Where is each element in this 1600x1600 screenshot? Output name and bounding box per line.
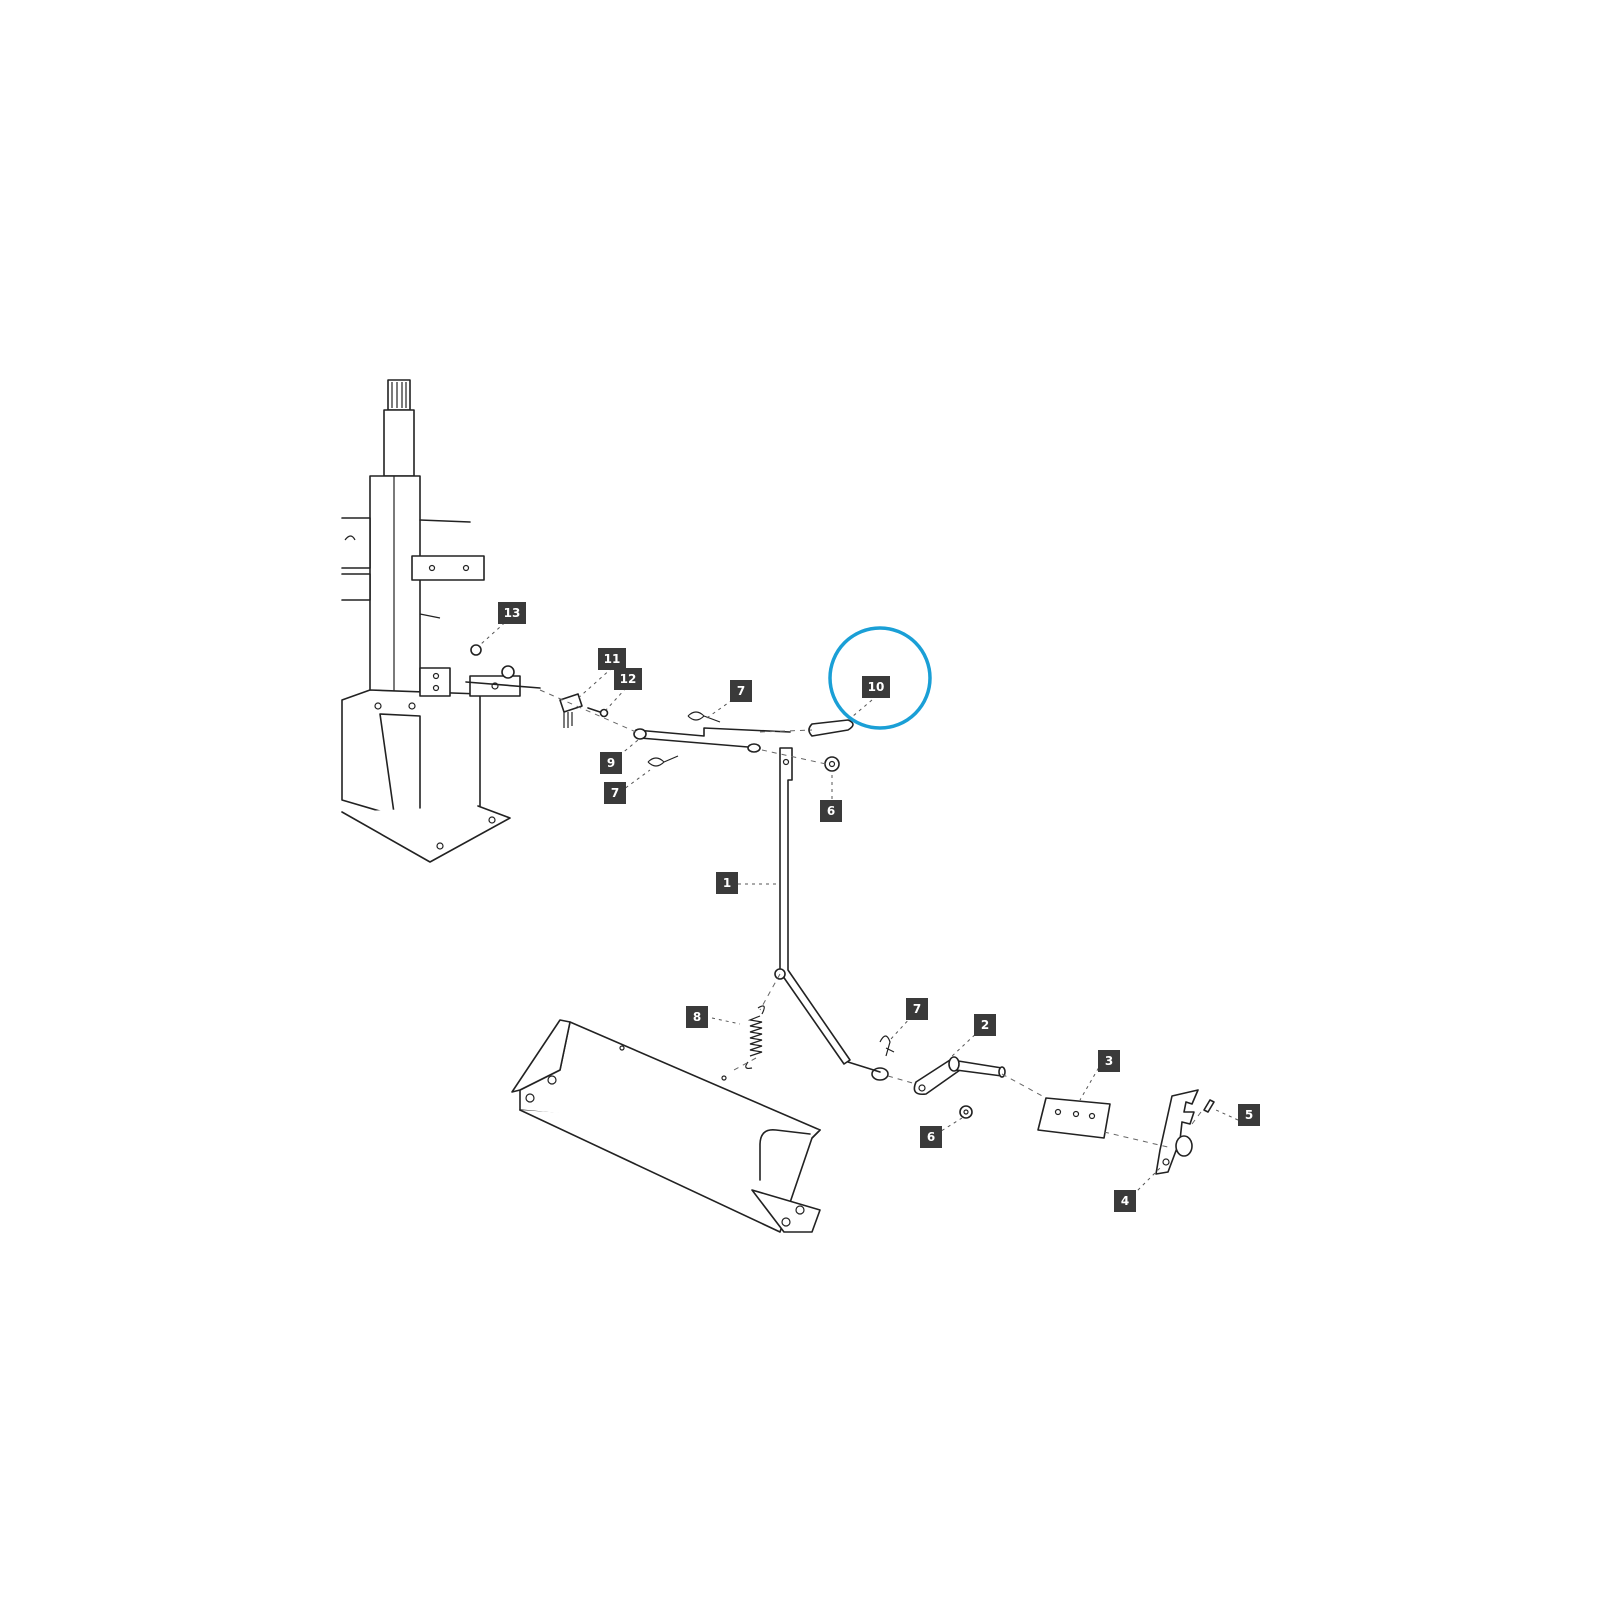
callout-7-bottom: 7 [906, 998, 928, 1020]
ratchet-lever-4 [1155, 1089, 1199, 1175]
callout-8-label: 8 [693, 1010, 701, 1024]
clamp-11 [559, 693, 583, 728]
callout-7-left-label: 7 [611, 786, 619, 800]
callout-1: 1 [716, 872, 738, 894]
plate-3 [1037, 1097, 1111, 1139]
highlight-circle [828, 626, 932, 730]
callout-9-label: 9 [607, 756, 615, 770]
callout-6-bottom: 6 [920, 1126, 942, 1148]
clip-7c [879, 1035, 895, 1057]
callout-1-label: 1 [723, 876, 731, 890]
callout-10: 10 [862, 676, 890, 698]
callout-7-top-label: 7 [737, 684, 745, 698]
callout-8: 8 [686, 1006, 708, 1028]
callout-12-label: 12 [620, 672, 637, 686]
clip-7a [687, 711, 721, 723]
callout-10-label: 10 [868, 680, 885, 694]
callout-6-top-label: 6 [827, 804, 835, 818]
grip-10 [808, 719, 854, 737]
callout-2: 2 [974, 1014, 996, 1036]
callout-6-bottom-label: 6 [927, 1130, 935, 1144]
callout-5: 5 [1238, 1104, 1260, 1126]
linkage-rod-9 [633, 727, 791, 753]
steering-column-frame [341, 379, 541, 863]
callout-4-label: 4 [1121, 1194, 1129, 1208]
callout-9: 9 [600, 752, 622, 774]
pedal-arm-1 [774, 747, 889, 1081]
washer-6a [824, 756, 840, 772]
nut-13 [470, 644, 482, 656]
clip-7b [647, 755, 679, 767]
washer-6b [959, 1105, 973, 1119]
callout-3-label: 3 [1105, 1054, 1113, 1068]
callout-13: 13 [498, 602, 526, 624]
callout-11-label: 11 [604, 652, 621, 666]
callout-12: 12 [614, 668, 642, 690]
callout-6-top: 6 [820, 800, 842, 822]
callout-4: 4 [1114, 1190, 1136, 1212]
callout-3: 3 [1098, 1050, 1120, 1072]
callout-11: 11 [598, 648, 626, 670]
floor-pan [511, 1019, 821, 1233]
callout-7-top: 7 [730, 680, 752, 702]
assembly-lines [539, 689, 1205, 1149]
callout-5-label: 5 [1245, 1108, 1253, 1122]
callout-7-left: 7 [604, 782, 626, 804]
pin-5 [1203, 1099, 1215, 1113]
callout-7-bottom-label: 7 [913, 1002, 921, 1016]
screw-12 [587, 707, 609, 718]
callout-2-label: 2 [981, 1018, 989, 1032]
crank-2 [913, 1056, 1006, 1096]
callout-13-label: 13 [504, 606, 521, 620]
